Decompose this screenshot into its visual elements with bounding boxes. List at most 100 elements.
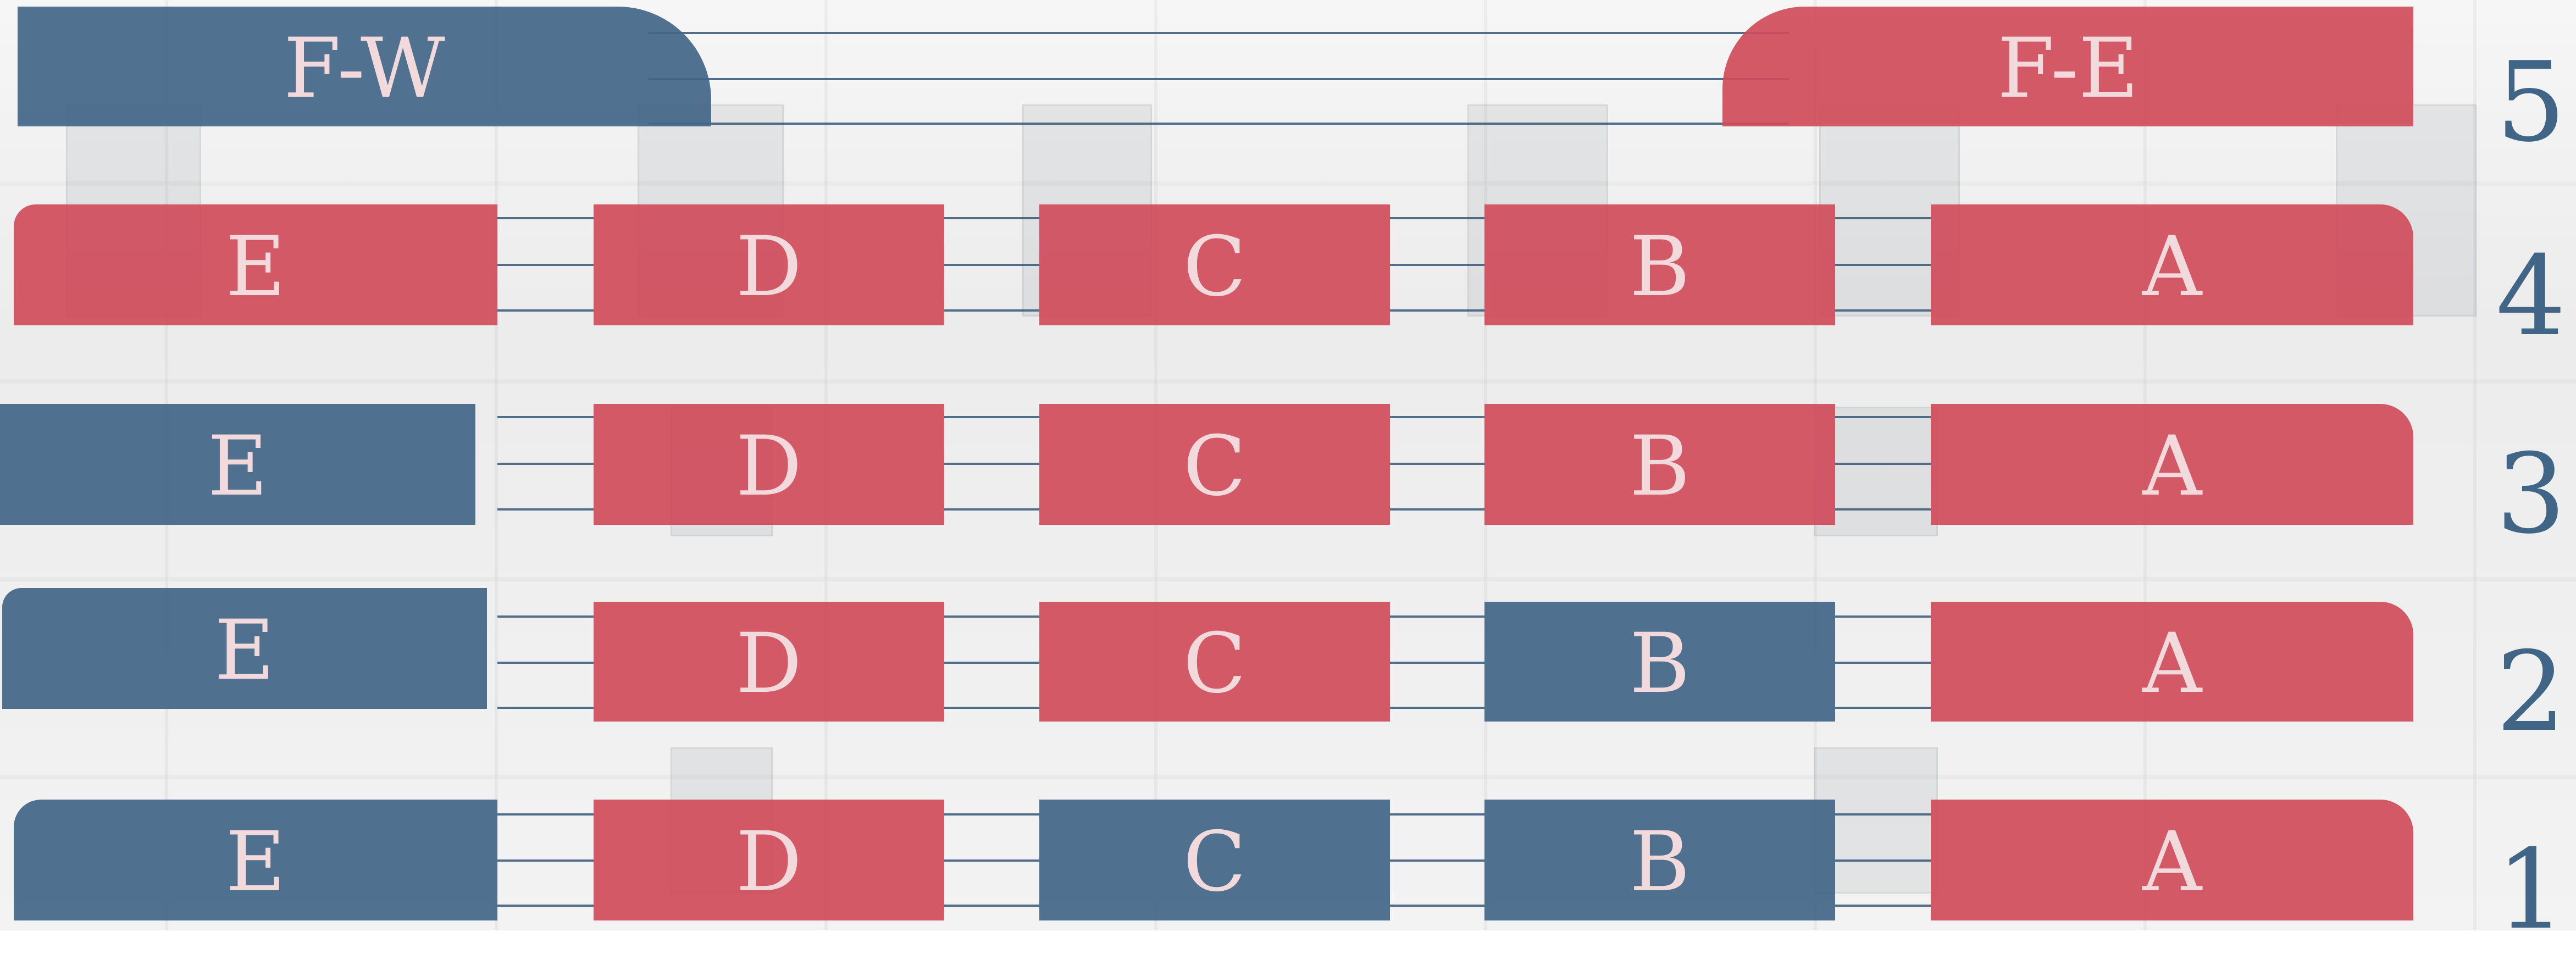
unit-label: B (1630, 226, 1690, 308)
unit-label: E (225, 821, 286, 903)
connector-line (1390, 217, 1484, 219)
unit-label: D (736, 425, 802, 508)
connector-line (1835, 905, 1931, 907)
connector-line (1390, 905, 1484, 907)
connector-line (944, 859, 1039, 862)
unit-1-b[interactable]: B (1484, 800, 1835, 920)
unit-4-c[interactable]: C (1039, 204, 1390, 325)
connector-line (497, 615, 594, 618)
floor-number: 1 (2490, 835, 2572, 934)
connector-line (497, 662, 594, 664)
connector-line (497, 264, 594, 266)
unit-label: A (2142, 226, 2202, 308)
unit-label: E (208, 425, 268, 508)
unit-3-b[interactable]: B (1484, 404, 1835, 525)
unit-4-b[interactable]: B (1484, 204, 1835, 325)
unit-label: C (1183, 821, 1247, 903)
connector-line (1390, 859, 1484, 862)
unit-4-e[interactable]: E (14, 204, 497, 325)
unit-label: A (2142, 821, 2202, 903)
floor-number: 2 (2490, 637, 2572, 736)
connector-line (1835, 264, 1931, 266)
unit-label: E (225, 226, 286, 308)
unit-label: C (1183, 425, 1247, 508)
connector-line (944, 416, 1039, 418)
connector-line (944, 264, 1039, 266)
connector-line (1390, 662, 1484, 664)
connector-line (497, 416, 594, 418)
unit-label: C (1183, 623, 1247, 705)
connector-line (497, 217, 594, 219)
connector-line (1835, 309, 1931, 312)
unit-label: D (736, 226, 802, 308)
unit-4-a[interactable]: A (1931, 204, 2413, 325)
connector-line (944, 615, 1039, 618)
unit-f-e[interactable]: F-E (1722, 7, 2413, 126)
connector-line (944, 463, 1039, 465)
connector-line (1835, 508, 1931, 511)
connector-line (1390, 813, 1484, 816)
unit-1-e[interactable]: E (14, 800, 497, 920)
connector-line (1390, 416, 1484, 418)
unit-3-d[interactable]: D (594, 404, 944, 525)
unit-label: B (1630, 425, 1690, 508)
unit-2-a[interactable]: A (1931, 602, 2413, 722)
connector-line (944, 217, 1039, 219)
connector-line (1390, 707, 1484, 709)
connector-line (1390, 309, 1484, 312)
unit-label: F-W (284, 27, 445, 110)
unit-f-w[interactable]: F-W (18, 7, 711, 126)
connector-line (1835, 615, 1931, 618)
connector-line (497, 508, 594, 511)
unit-2-e[interactable]: E (2, 588, 487, 709)
connector-line (497, 813, 594, 816)
unit-2-c[interactable]: C (1039, 602, 1390, 722)
unit-2-d[interactable]: D (594, 602, 944, 722)
connector-line (1390, 264, 1484, 266)
connector-line (1835, 463, 1931, 465)
connector-line (497, 859, 594, 862)
unit-label: B (1630, 623, 1690, 705)
connector-line (944, 905, 1039, 907)
connector-line (649, 78, 1789, 80)
connector-line (944, 662, 1039, 664)
connector-line (944, 309, 1039, 312)
unit-3-a[interactable]: A (1931, 404, 2413, 525)
unit-label: A (2142, 425, 2202, 508)
connector-line (1835, 217, 1931, 219)
connector-line (1835, 662, 1931, 664)
connector-line (944, 508, 1039, 511)
connector-line (649, 32, 1789, 34)
connector-line (1835, 707, 1931, 709)
connector-line (497, 707, 594, 709)
unit-1-d[interactable]: D (594, 800, 944, 920)
connector-line (1835, 416, 1931, 418)
connector-line (1835, 859, 1931, 862)
unit-label: B (1630, 821, 1690, 903)
connector-line (1390, 508, 1484, 511)
unit-4-d[interactable]: D (594, 204, 944, 325)
unit-1-a[interactable]: A (1931, 800, 2413, 920)
floor-number: 3 (2490, 440, 2572, 539)
unit-1-c[interactable]: C (1039, 800, 1390, 920)
unit-label: E (214, 609, 275, 692)
connector-line (497, 905, 594, 907)
connector-line (497, 463, 594, 465)
unit-3-e[interactable]: E (0, 404, 475, 525)
unit-3-c[interactable]: C (1039, 404, 1390, 525)
connector-line (944, 813, 1039, 816)
unit-label: D (736, 821, 802, 903)
floor-number: 5 (2490, 48, 2572, 147)
connector-line (1390, 615, 1484, 618)
connector-line (944, 707, 1039, 709)
floor-number: 4 (2490, 242, 2572, 341)
unit-label: C (1183, 226, 1247, 308)
unit-label: D (736, 623, 802, 705)
connector-line (649, 123, 1789, 125)
connector-line (1835, 813, 1931, 816)
unit-label: F-E (1997, 27, 2139, 110)
unit-2-b[interactable]: B (1484, 602, 1835, 722)
connector-line (497, 309, 594, 312)
connector-line (1390, 463, 1484, 465)
unit-label: A (2142, 623, 2202, 705)
